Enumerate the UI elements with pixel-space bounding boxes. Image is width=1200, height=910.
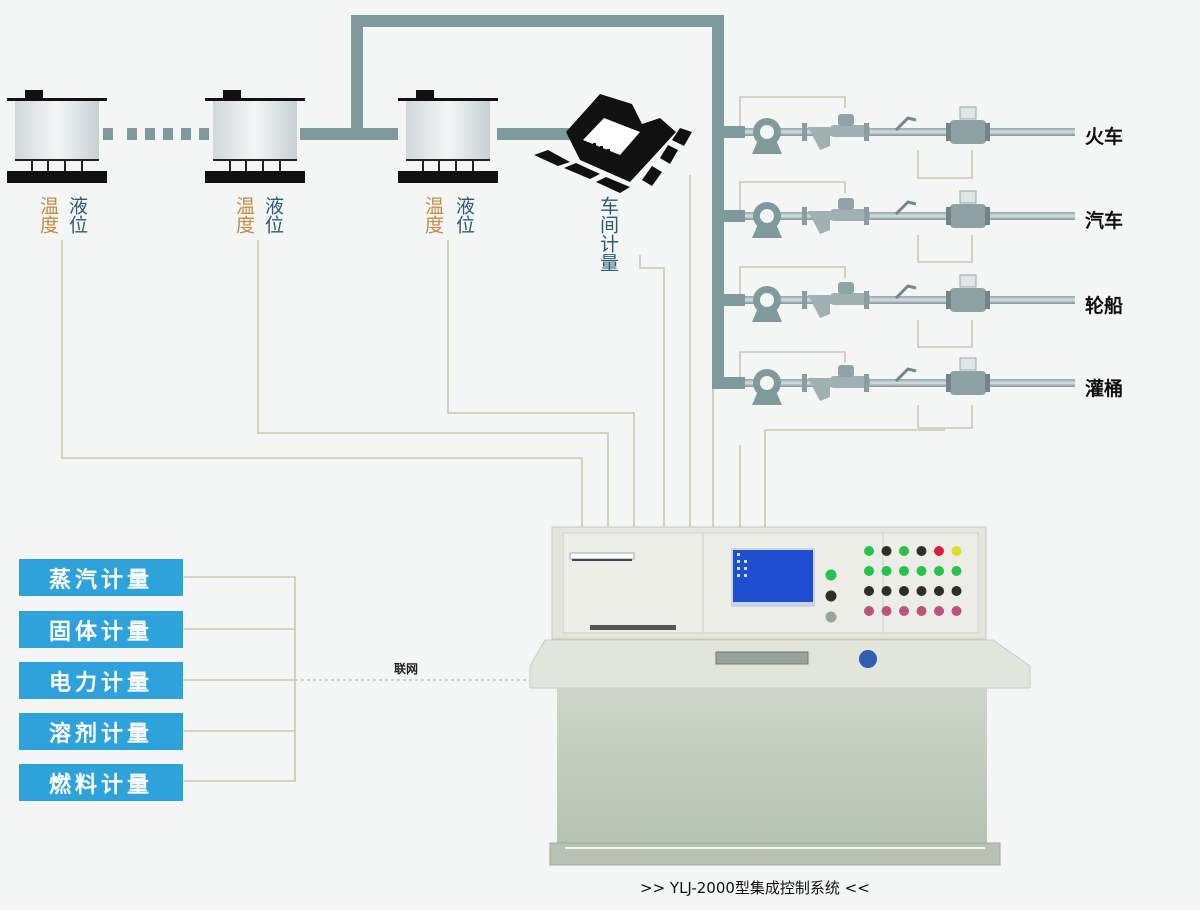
branch-line xyxy=(745,357,1075,405)
indicator-lamp[interactable] xyxy=(864,586,874,596)
control-valve-icon xyxy=(802,282,917,318)
tank-3 xyxy=(398,90,498,183)
indicator-lamp[interactable] xyxy=(899,546,909,556)
flow-meter-icon xyxy=(946,190,990,228)
indicator-lamp[interactable] xyxy=(934,546,944,556)
console-knob[interactable] xyxy=(825,590,837,602)
pump-icon xyxy=(752,202,782,238)
tank-1-temperature-label: 温度 xyxy=(37,196,59,234)
indicator-lamp[interactable] xyxy=(934,586,944,596)
indicator-lamp[interactable] xyxy=(899,606,909,616)
control-valve-icon xyxy=(802,198,917,234)
meter-steam: 蒸汽计量 xyxy=(19,559,183,596)
branch-line xyxy=(745,190,1075,238)
meter-solid: 固体计量 xyxy=(19,611,183,648)
flow-meter-icon xyxy=(946,274,990,312)
pump-icon xyxy=(752,369,782,405)
dashed-pipe xyxy=(103,128,209,140)
tank-3-temperature-label: 温度 xyxy=(422,196,444,234)
meter-power: 电力计量 xyxy=(19,662,183,699)
trackball-mouse xyxy=(859,650,877,668)
control-valve-icon xyxy=(802,114,917,150)
branch-line xyxy=(745,274,1075,322)
tank-2-level-label: 液位 xyxy=(262,196,284,234)
indicator-lamp[interactable] xyxy=(881,566,892,576)
indicator-lamp[interactable] xyxy=(881,606,892,616)
destination-barrel: 灌桶 xyxy=(1085,378,1124,400)
system-caption: >> YLJ-2000型集成控制系统 << xyxy=(640,879,870,897)
meter-solvent: 溶剂计量 xyxy=(19,713,183,750)
tank-3-level-label: 液位 xyxy=(453,196,475,234)
indicator-lamp[interactable] xyxy=(899,566,909,576)
indicator-lamp[interactable] xyxy=(916,546,927,556)
indicator-lamp[interactable] xyxy=(881,546,892,556)
destination-truck: 汽车 xyxy=(1085,210,1124,232)
indicator-lamp[interactable] xyxy=(934,606,944,616)
indicator-lamp[interactable] xyxy=(951,606,962,616)
indicator-lamp[interactable] xyxy=(864,606,874,616)
flow-meter-icon xyxy=(946,357,990,395)
indicator-lamp[interactable] xyxy=(916,606,927,616)
branch-line xyxy=(745,106,1075,154)
indicator-lamp[interactable] xyxy=(951,566,962,576)
tank-2-temperature-label: 温度 xyxy=(233,196,255,234)
indicator-lamp[interactable] xyxy=(951,546,962,556)
control-console xyxy=(529,526,1031,866)
destination-train: 火车 xyxy=(1085,126,1124,148)
flow-meter-icon xyxy=(946,106,990,144)
main-pipe xyxy=(300,15,745,389)
house-icon xyxy=(534,94,692,193)
indicator-lamp[interactable] xyxy=(916,586,927,596)
indicator-lamp[interactable] xyxy=(934,566,944,576)
control-valve-icon xyxy=(802,365,917,401)
console-knob[interactable] xyxy=(825,611,837,623)
console-knob[interactable] xyxy=(825,569,837,581)
indicator-lamp[interactable] xyxy=(864,566,874,576)
tank-1-level-label: 液位 xyxy=(66,196,88,234)
keyboard xyxy=(715,651,809,665)
network-label: 联网 xyxy=(394,662,419,676)
indicator-lamp[interactable] xyxy=(916,566,927,576)
destination-ship: 轮船 xyxy=(1085,295,1124,317)
tank-1 xyxy=(7,90,107,183)
pump-icon xyxy=(752,118,782,154)
monitor-screen xyxy=(731,548,815,607)
indicator-lamp[interactable] xyxy=(881,586,892,596)
indicator-lamp[interactable] xyxy=(951,586,962,596)
pump-icon xyxy=(752,286,782,322)
indicator-lamp[interactable] xyxy=(899,586,909,596)
workshop-metering-label: 车间计量 xyxy=(597,196,619,272)
meter-fuel: 燃料计量 xyxy=(19,764,183,801)
indicator-lamp[interactable] xyxy=(864,546,874,556)
tank-2 xyxy=(205,90,305,183)
